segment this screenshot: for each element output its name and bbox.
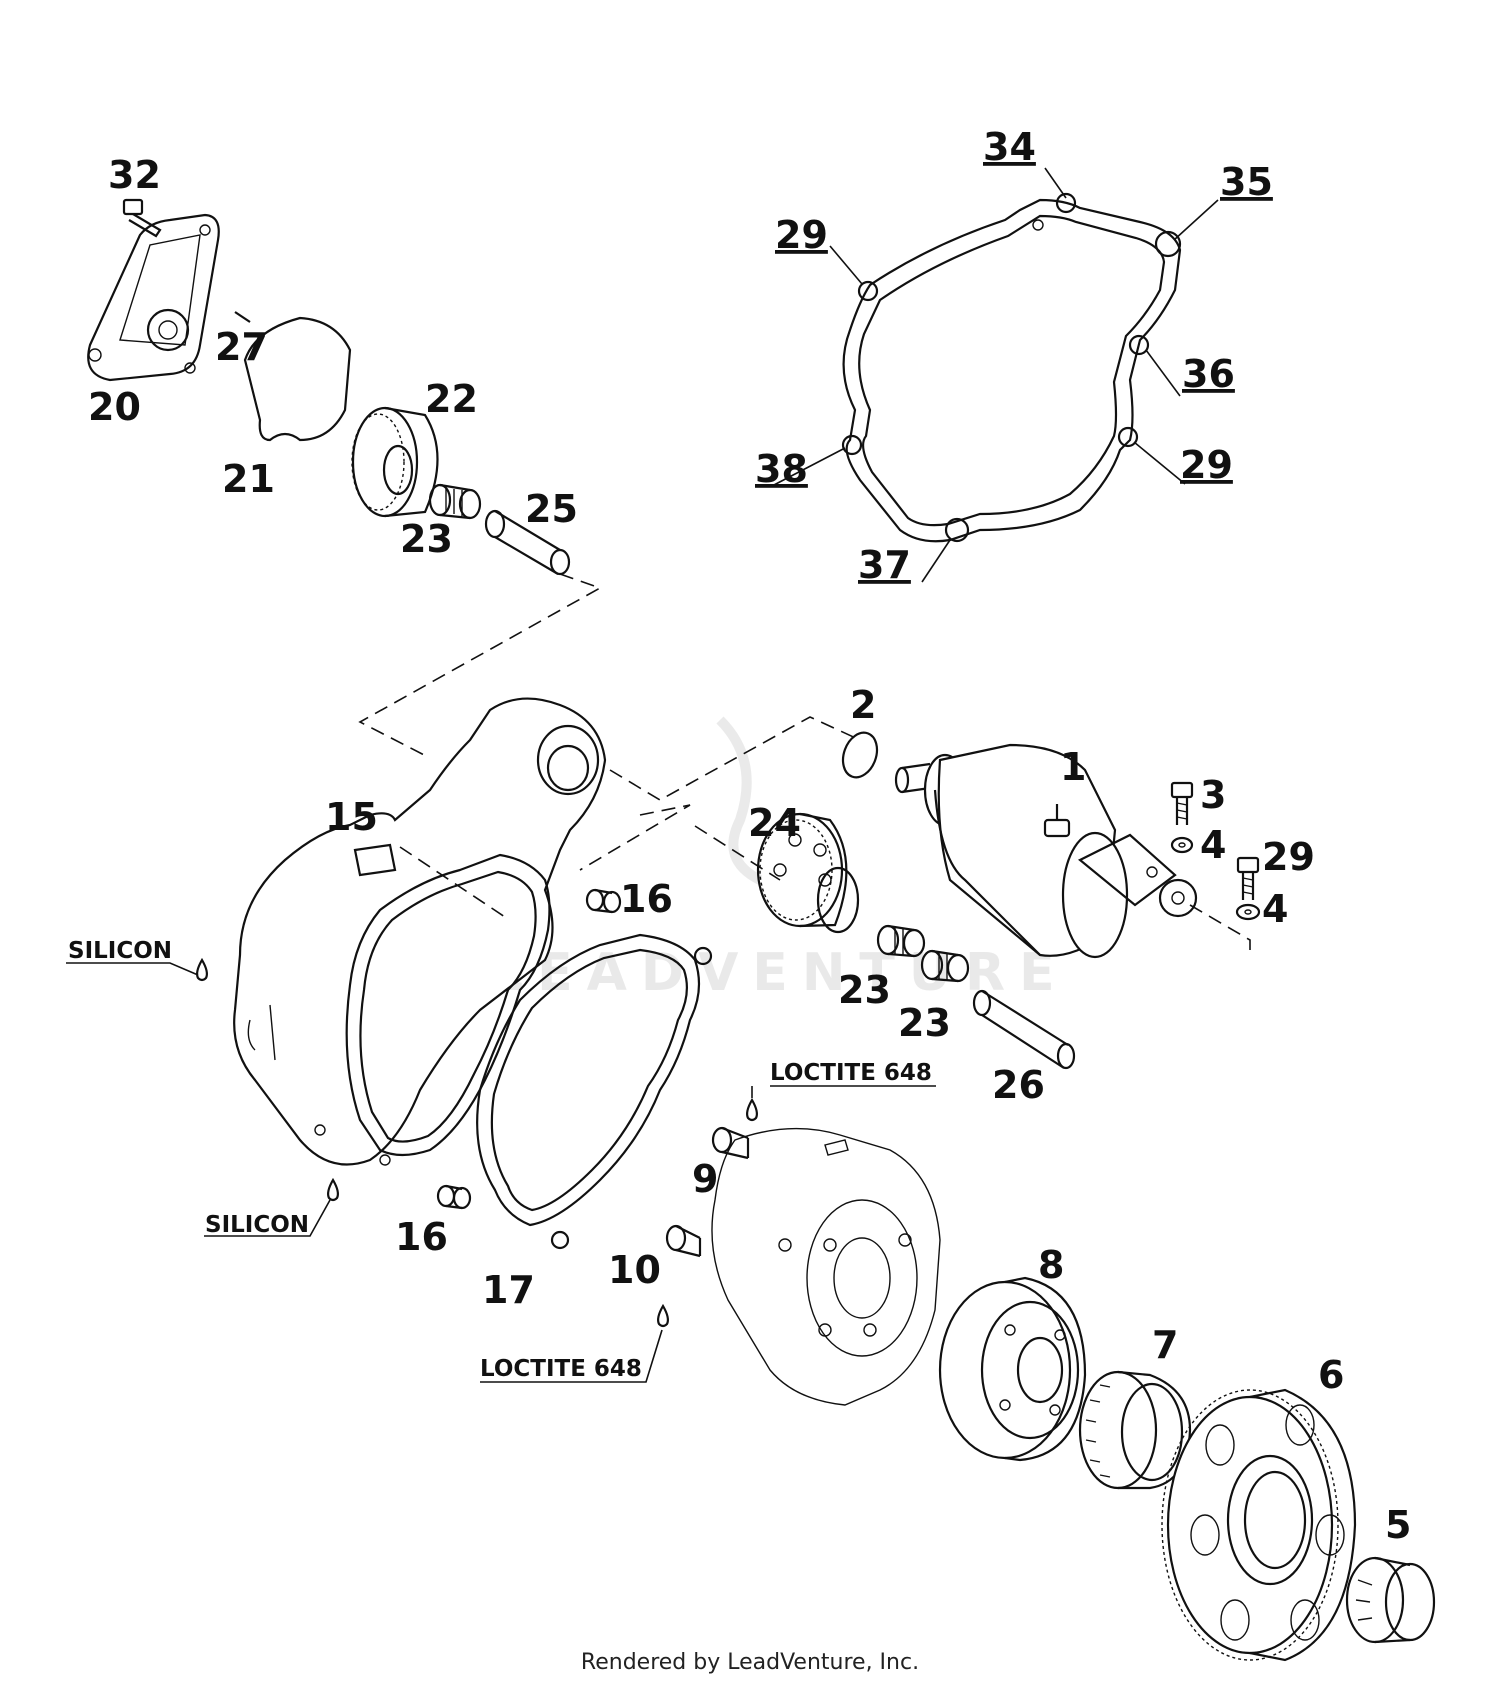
callout-8: 8 [1038, 1243, 1064, 1287]
rotor-flywheel [711, 1127, 941, 1406]
loctite-drop-top [746, 1097, 758, 1122]
callout-20: 20 [88, 385, 141, 429]
callout-4-top: 4 [1200, 823, 1226, 867]
part-24-gear[interactable] [756, 812, 860, 934]
part-5-needle-bearing[interactable] [1345, 1556, 1436, 1644]
callout-5: 5 [1385, 1503, 1411, 1547]
silicon-drop-bottom [327, 1177, 339, 1202]
note-loctite-top: LOCTITE 648 [770, 1060, 932, 1086]
part-16-dowel-bottom[interactable] [436, 1184, 472, 1210]
notes: SILICON SILICON LOCTITE 648 LOCTITE 648 [68, 938, 932, 1382]
callout-38: 38 [755, 447, 808, 491]
leader-lines [66, 167, 1219, 1383]
callout-10: 10 [608, 1248, 661, 1292]
part-22-gear[interactable] [351, 406, 439, 518]
part-27-pin[interactable] [234, 311, 251, 323]
callout-9: 9 [692, 1157, 718, 1201]
callout-3: 3 [1200, 773, 1226, 817]
callout-24: 24 [748, 801, 801, 845]
part-7-freewheel[interactable] [1078, 1370, 1192, 1490]
note-loctite-bottom: LOCTITE 648 [480, 1356, 642, 1382]
part-gasket-cover[interactable] [841, 192, 1182, 543]
part-9-screw[interactable] [711, 1126, 750, 1160]
callout-35: 35 [1220, 160, 1273, 204]
callout-15: 15 [325, 795, 378, 839]
callout-1: 1 [1060, 745, 1086, 789]
part-20-pump-cover[interactable] [87, 213, 220, 382]
part-1-starter-motor[interactable] [894, 743, 1198, 959]
footer-credit: Rendered by LeadVenture, Inc. [580, 1650, 920, 1675]
part-21-gasket[interactable] [243, 316, 352, 442]
part-6-ring-gear[interactable] [1161, 1388, 1357, 1662]
part-16-dowel-top[interactable] [585, 888, 622, 914]
part-23-bearing-top[interactable] [428, 483, 482, 520]
callout-25: 25 [525, 487, 578, 531]
part-23-bearing-mid[interactable] [876, 924, 926, 958]
part-2-o-ring[interactable] [837, 728, 883, 782]
part-23-bearing-right[interactable] [920, 949, 970, 983]
part-17-gasket[interactable] [476, 933, 713, 1250]
callout-34: 34 [983, 125, 1036, 169]
assembly-lines [358, 573, 1251, 950]
callout-21: 21 [222, 457, 275, 501]
part-4-washer-top[interactable] [1170, 836, 1194, 854]
callout-29-top: 29 [775, 213, 828, 257]
callout-26: 26 [992, 1063, 1045, 1107]
part-10-screw[interactable] [665, 1224, 702, 1258]
callout-23-right: 23 [898, 1001, 951, 1045]
callouts: 32 27 20 22 21 23 25 34 35 29 36 38 29 3… [88, 125, 1411, 1547]
callout-36: 36 [1182, 352, 1235, 396]
part-29-bolt[interactable] [1236, 856, 1260, 900]
callout-4-bottom: 4 [1262, 887, 1288, 931]
part-32-bolt[interactable] [122, 198, 162, 238]
callout-7: 7 [1152, 1323, 1178, 1367]
part-8-freewheel-housing[interactable] [938, 1276, 1087, 1462]
callout-27: 27 [215, 325, 268, 369]
note-silicon-top: SILICON [68, 938, 172, 964]
callout-29-right: 29 [1180, 443, 1233, 487]
callout-16-bottom: 16 [395, 1215, 448, 1259]
callout-23-mid: 23 [838, 968, 891, 1012]
silicon-drop-top [196, 957, 208, 982]
loctite-drop-bottom [657, 1303, 669, 1328]
part-15-ignition-cover[interactable] [233, 697, 607, 1166]
callout-6: 6 [1318, 1353, 1344, 1397]
callout-16-top: 16 [620, 877, 673, 921]
callout-23-top: 23 [400, 517, 453, 561]
callout-22: 22 [425, 377, 478, 421]
note-silicon-bottom: SILICON [205, 1212, 309, 1238]
callout-17: 17 [482, 1268, 535, 1312]
callout-2: 2 [850, 683, 876, 727]
part-3-bolt[interactable] [1170, 781, 1194, 825]
callout-32: 32 [108, 153, 161, 197]
part-26-shaft[interactable] [972, 989, 1076, 1070]
part-4-washer-bottom[interactable] [1235, 903, 1261, 921]
callout-37: 37 [858, 543, 911, 587]
callout-29-bolt: 29 [1262, 835, 1315, 879]
